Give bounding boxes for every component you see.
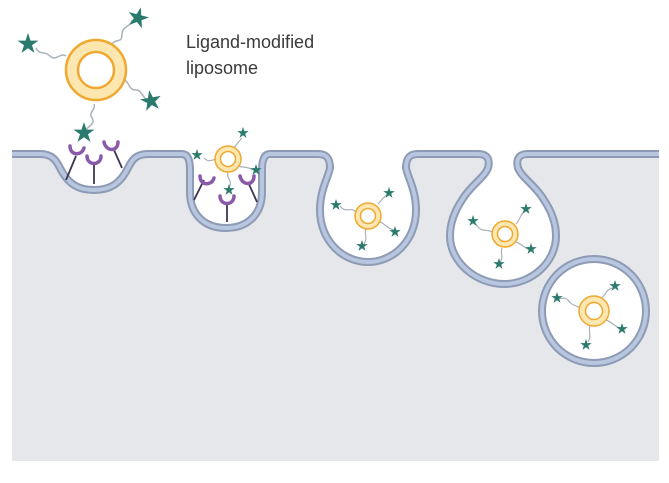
ligand-star-icon: [356, 240, 368, 251]
tether: [499, 247, 503, 263]
tether: [339, 205, 357, 213]
ligand-star-icon: [125, 4, 151, 30]
tether: [123, 79, 149, 101]
tether: [475, 223, 493, 233]
tether: [111, 19, 133, 45]
ligand-star-icon: [237, 127, 249, 138]
tether: [587, 325, 591, 343]
plasma-membrane-inner: [12, 152, 659, 286]
cell: [12, 150, 659, 461]
ligand-star-icon: [17, 33, 39, 53]
tether: [363, 227, 367, 245]
receptor-icon: [68, 144, 86, 156]
ligand-star-icon: [389, 226, 401, 237]
endosome-stage: [551, 280, 628, 350]
liposome-core: [76, 50, 116, 90]
liposome-core: [496, 225, 514, 243]
tether: [557, 297, 581, 309]
cytoplasm: [12, 154, 659, 461]
receptor-icon: [238, 174, 256, 186]
ligand-star-icon: [467, 215, 479, 226]
receptor-icon: [198, 174, 216, 186]
tether: [379, 221, 395, 231]
receptor-stem: [113, 149, 123, 169]
tether: [226, 171, 232, 187]
deep-invagination-stage: [330, 187, 401, 251]
ligand-star-icon: [330, 199, 342, 210]
receptor-stem: [247, 181, 258, 203]
liposome-core: [219, 150, 237, 168]
liposome-core: [359, 207, 377, 225]
tether: [237, 165, 255, 171]
ligand-star-icon: [191, 149, 203, 160]
ligand-star-icon: [223, 184, 235, 195]
receptor-icon: [85, 154, 103, 166]
ligand-star-icon: [520, 203, 532, 214]
endosome-membrane-inner: [540, 257, 648, 365]
liposome-label-line2: liposome: [186, 58, 258, 78]
budding-neck-stage: [467, 203, 537, 269]
receptor-icon: [218, 194, 236, 206]
free-liposome: [17, 4, 163, 142]
tether: [601, 287, 613, 299]
ligand-star-icon: [138, 88, 163, 112]
receptor-icon: [102, 140, 120, 152]
liposome-core: [584, 301, 604, 321]
invagination-stage: [191, 127, 262, 222]
tether: [85, 103, 96, 131]
receptor-stem: [65, 155, 77, 181]
liposome-label-line1: Ligand-modified: [186, 32, 314, 52]
receptor-binding-stage: [65, 140, 123, 184]
tether: [35, 47, 67, 59]
ligand-star-icon: [493, 258, 505, 269]
